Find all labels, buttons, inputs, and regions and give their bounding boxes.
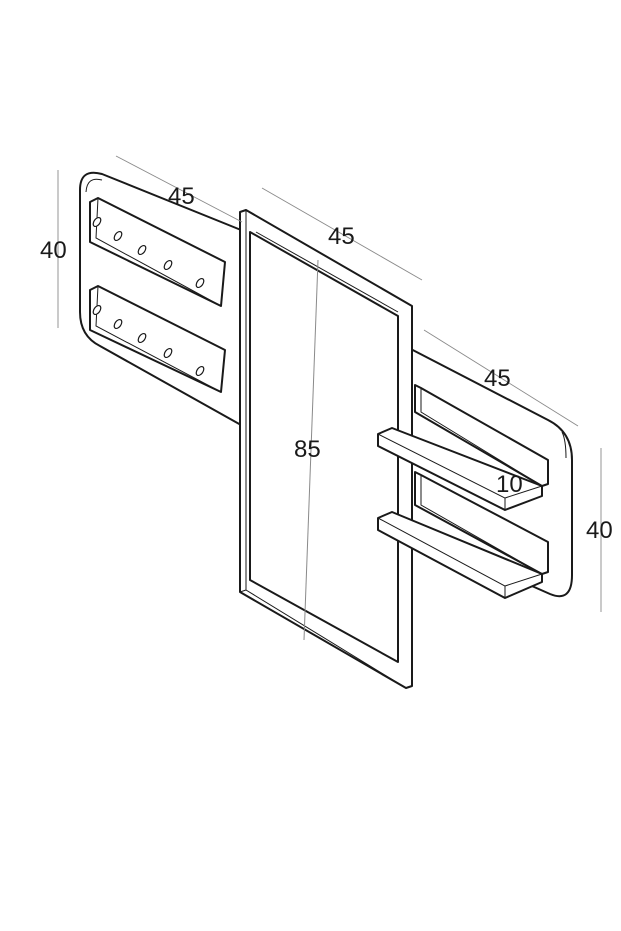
hook-icon: [195, 277, 205, 289]
hook-icon: [163, 347, 173, 359]
right-panel-height-label: 40: [586, 517, 613, 544]
hook-icon: [163, 259, 173, 271]
mirror-width-label: 45: [328, 223, 355, 250]
shelf-depth-label: 10: [496, 471, 523, 498]
coat-hook-bar-bottom: [89, 285, 226, 393]
hook-icon: [113, 230, 123, 242]
hook-icon: [92, 216, 102, 228]
shelf-bottom: [377, 471, 549, 599]
right-panel-width-label: 45: [484, 365, 511, 392]
hook-icon: [137, 332, 147, 344]
left-panel-width-label: 45: [168, 183, 195, 210]
shelf-top: [377, 384, 549, 511]
hook-icon: [195, 365, 205, 377]
dimension-lines: [57, 155, 602, 612]
coat-hook-bar-top: [89, 197, 226, 307]
left-panel-height-label: 40: [40, 237, 67, 264]
hook-icon: [113, 318, 123, 330]
mirror-height-label: 85: [294, 436, 321, 463]
hook-icon: [92, 304, 102, 316]
dimension-labels: 45 40 45 85 45 10 40: [40, 183, 613, 544]
hook-icon: [137, 244, 147, 256]
mirror: [239, 209, 413, 689]
